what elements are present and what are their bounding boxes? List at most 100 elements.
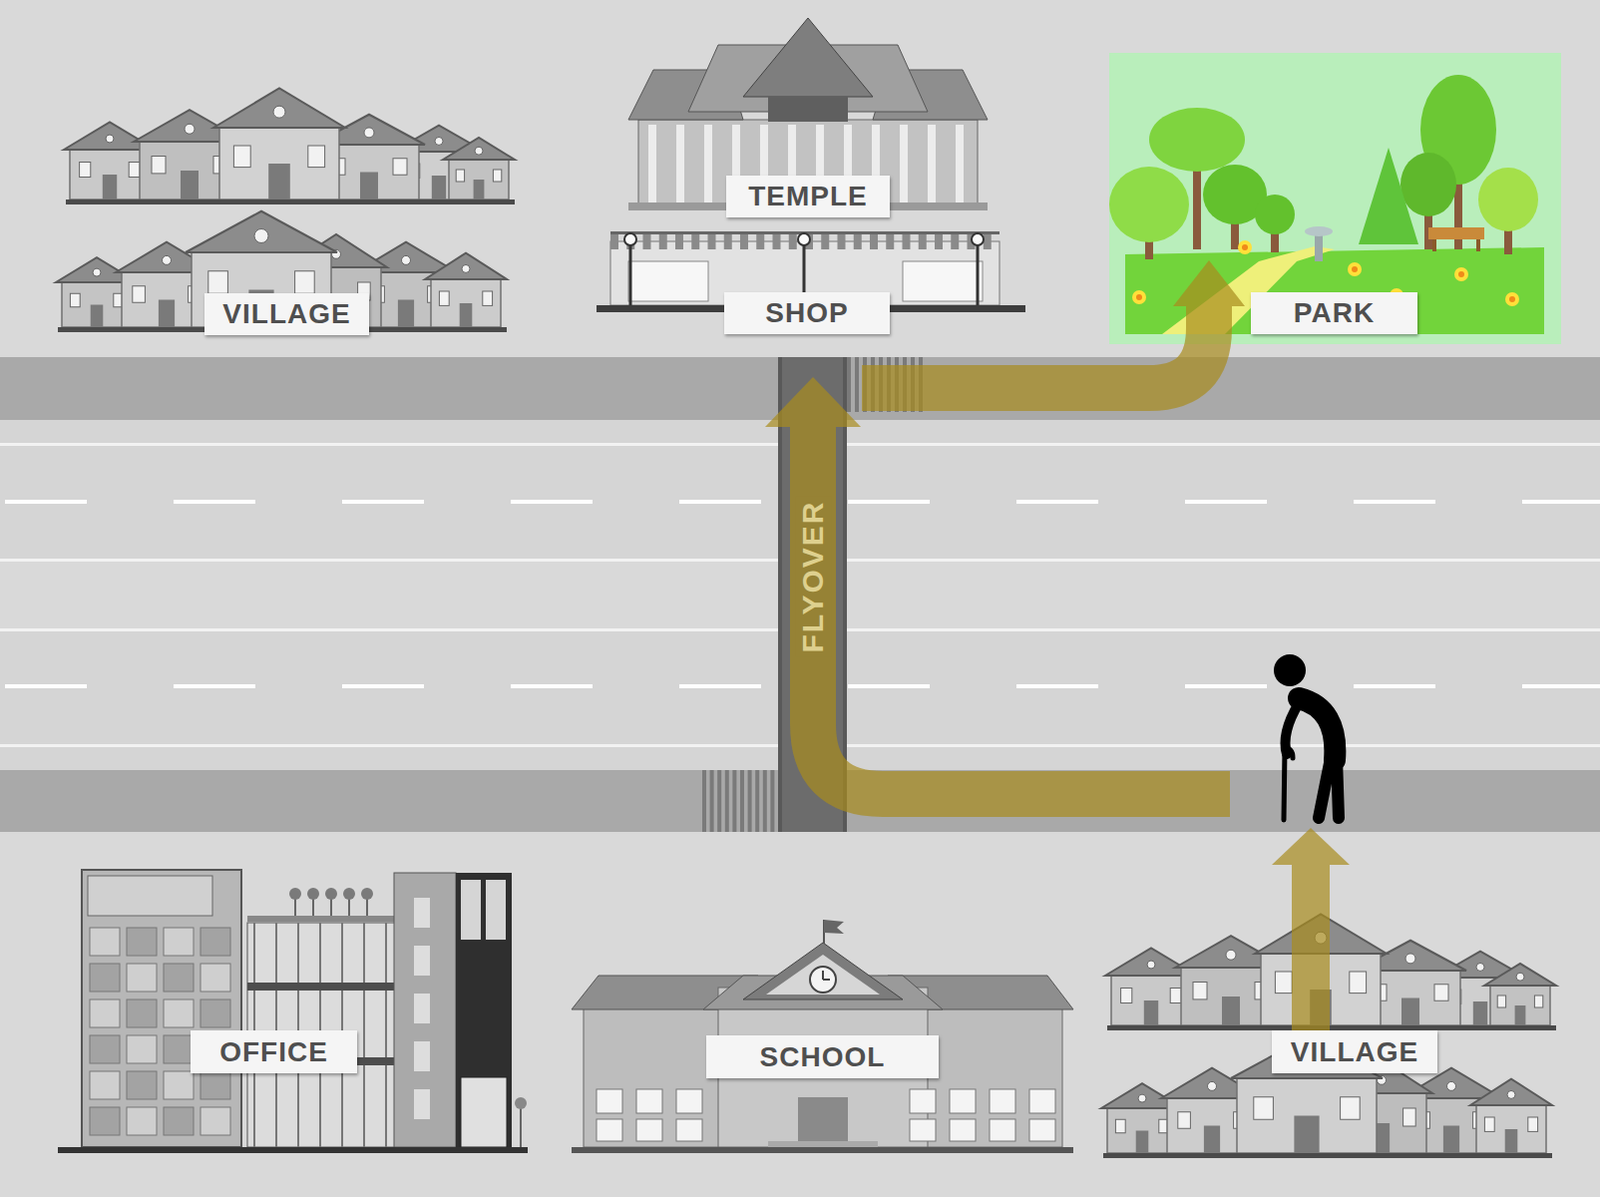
- office-window: [163, 1107, 194, 1136]
- stair-step: [854, 357, 859, 412]
- door: [1505, 1129, 1519, 1154]
- pediment: [743, 942, 903, 1000]
- window: [1115, 1119, 1126, 1134]
- house-roof: [213, 87, 346, 128]
- window: [1121, 988, 1133, 1004]
- door: [90, 305, 104, 329]
- window: [1403, 1108, 1417, 1127]
- dark-window: [485, 879, 506, 940]
- office-window: [126, 963, 157, 992]
- temple-spire: [743, 17, 873, 97]
- awning-stripe: [950, 233, 959, 250]
- route-arrow: [765, 260, 1350, 1031]
- pillar: [704, 124, 713, 203]
- stair-step: [740, 770, 745, 832]
- attic-window: [254, 229, 269, 244]
- stair-step: [710, 770, 715, 832]
- attic-window: [434, 136, 443, 145]
- flower-centre: [1509, 296, 1516, 303]
- window: [308, 145, 326, 168]
- awning-stripe: [610, 233, 619, 250]
- window: [295, 271, 316, 295]
- arrow-shaft: [812, 426, 1230, 795]
- school-illustration: [571, 919, 1074, 1154]
- flyover-label: FLYOVER: [795, 496, 831, 658]
- attic-window: [1138, 1094, 1147, 1103]
- awning-stripe: [934, 233, 943, 250]
- attic-window: [273, 105, 286, 118]
- office-window: [89, 963, 120, 992]
- office-window: [163, 1035, 194, 1064]
- torso: [1298, 698, 1335, 761]
- ground-line: [571, 1147, 1074, 1154]
- door: [1443, 1126, 1460, 1155]
- lamp: [798, 233, 810, 246]
- school-window: [949, 1119, 976, 1142]
- tower-window: [413, 1089, 430, 1120]
- door: [1401, 998, 1420, 1027]
- tree-crown: [1149, 107, 1245, 172]
- attic-window: [1516, 972, 1525, 981]
- office-window: [89, 1071, 120, 1100]
- office-window: [200, 963, 231, 992]
- label-text: VILLAGE: [1290, 1036, 1419, 1069]
- house-wall: [1476, 1105, 1547, 1154]
- attic-window: [1447, 1081, 1457, 1091]
- office-window: [163, 927, 194, 956]
- office-window: [89, 1107, 120, 1136]
- stair-step: [846, 357, 851, 412]
- door: [431, 175, 446, 200]
- lamp-post: [976, 243, 980, 306]
- label-text: OFFICE: [219, 1036, 329, 1069]
- stair-step: [770, 770, 775, 832]
- school-window: [676, 1119, 703, 1142]
- bench: [1428, 227, 1485, 240]
- attic-window: [474, 146, 483, 155]
- stair-step: [763, 770, 768, 832]
- window: [1253, 1097, 1274, 1121]
- door: [1293, 1116, 1319, 1155]
- window: [1534, 995, 1543, 1008]
- roof-tree: [289, 887, 302, 900]
- window: [1434, 984, 1449, 1002]
- awning-stripe: [789, 233, 798, 250]
- awning-stripe: [853, 233, 862, 250]
- school-window: [676, 1089, 703, 1114]
- window: [482, 291, 493, 306]
- office-window: [163, 999, 194, 1028]
- office-door: [460, 1077, 507, 1148]
- window: [208, 271, 229, 295]
- window: [151, 156, 166, 174]
- door: [1203, 1126, 1220, 1155]
- lamp-post: [629, 243, 633, 306]
- elderly-pedestrian: [1273, 654, 1339, 820]
- stair-step: [748, 770, 753, 832]
- house-wall: [219, 127, 340, 200]
- office-window: [89, 927, 120, 956]
- awning-stripe: [837, 233, 846, 250]
- window: [492, 169, 501, 182]
- school-window: [909, 1119, 936, 1142]
- roof-tree-stem: [330, 897, 333, 916]
- roof-tree-stem: [366, 897, 369, 916]
- arrow-head: [1173, 260, 1245, 307]
- attic-window: [1476, 962, 1485, 971]
- place-label: SHOP: [724, 292, 890, 335]
- window: [1484, 1117, 1495, 1132]
- attic-window: [1225, 949, 1236, 960]
- lamp-post: [519, 1107, 522, 1148]
- roof-tree-stem: [312, 897, 315, 916]
- cane: [1283, 748, 1293, 820]
- window: [1193, 982, 1207, 1000]
- door: [459, 303, 473, 328]
- school-window: [1029, 1089, 1056, 1114]
- window: [438, 291, 449, 306]
- awning-stripe: [902, 233, 911, 250]
- ground-line: [1103, 1153, 1553, 1159]
- tree-crown: [1254, 194, 1295, 235]
- park-area: PARK: [1109, 52, 1562, 345]
- office-window: [200, 1107, 231, 1136]
- house-wall: [1490, 985, 1551, 1026]
- door: [1221, 996, 1240, 1026]
